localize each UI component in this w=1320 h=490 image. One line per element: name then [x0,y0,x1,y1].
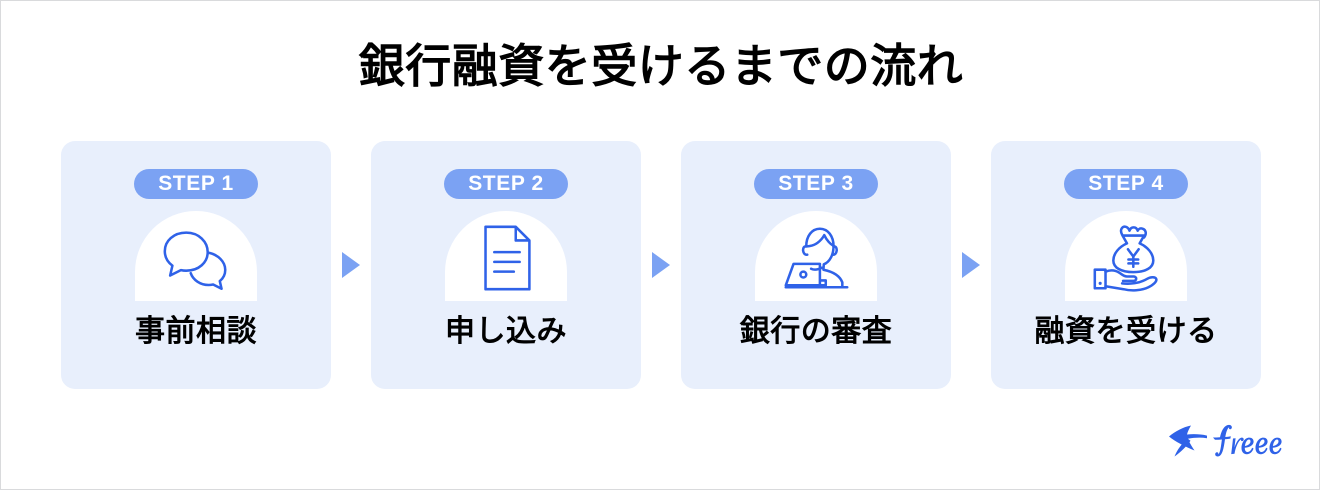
hand-holding-money-bag-icon [1093,225,1158,292]
step-card-4: STEP 4 融資を受ける [991,141,1261,389]
step-badge-3: STEP 3 [754,169,878,199]
arrow-step3-to-step4 [951,141,991,389]
step-badge-2: STEP 2 [444,169,568,199]
right-triangle-icon [652,252,670,278]
swallow-bird-icon [1169,425,1207,457]
step-label-3: 銀行の審査 [739,315,893,348]
speech-bubbles-icon [163,231,227,290]
step-icon-container-4 [1065,211,1187,301]
step-icon-container-3 [755,211,877,301]
step-label-2: 申し込み [445,315,567,348]
step-label-1: 事前相談 [135,315,257,348]
freee-logo [1167,415,1295,461]
step-card-3: STEP 3 銀行の審査 [681,141,951,389]
step-card-2: STEP 2 申し込み [371,141,641,389]
step-badge-4: STEP 4 [1064,169,1188,199]
document-icon [484,225,531,291]
steps-flow: STEP 1 事前相談 STEP 2 [61,141,1261,389]
right-triangle-icon [342,252,360,278]
step-icon-container-2 [445,211,567,301]
freee-wordmark [1213,424,1282,457]
person-at-laptop-icon [784,227,849,289]
arrow-step2-to-step3 [641,141,681,389]
step-card-1: STEP 1 事前相談 [61,141,331,389]
page-title: 銀行融資を受けるまでの流れ [358,40,964,92]
step-label-4: 融資を受ける [1034,315,1218,348]
step-badge-1: STEP 1 [134,169,258,199]
freee-logo-svg [1169,424,1282,457]
right-triangle-icon [962,252,980,278]
step-icon-container-1 [135,211,257,301]
arrow-step1-to-step2 [331,141,371,389]
